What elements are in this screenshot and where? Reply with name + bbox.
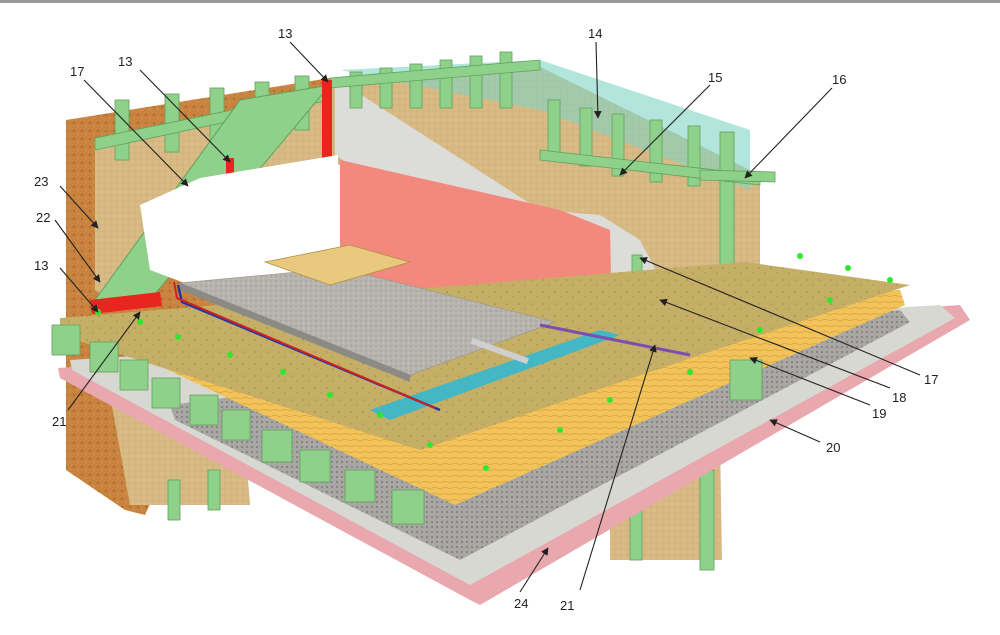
acoustic-strip bbox=[370, 330, 620, 420]
callout-21-bottom: 21 bbox=[560, 598, 574, 613]
callout-15: 15 bbox=[708, 70, 722, 85]
fixing-clips bbox=[95, 253, 893, 471]
edge-strip-purple bbox=[539, 323, 691, 357]
top-rule bbox=[0, 0, 1000, 3]
joist-ends bbox=[51, 324, 763, 525]
callout-17-right: 17 bbox=[924, 372, 938, 387]
callout-17-left: 17 bbox=[70, 64, 84, 79]
callout-labels: 13 13 13 14 15 16 17 17 18 19 20 21 21 2… bbox=[34, 26, 938, 613]
callout-13-upper-left: 13 bbox=[118, 54, 132, 69]
callout-22: 22 bbox=[36, 210, 50, 225]
leader-lines bbox=[54, 41, 921, 593]
floor-drain bbox=[470, 337, 529, 365]
window-opening bbox=[140, 155, 338, 290]
callout-24: 24 bbox=[514, 596, 528, 611]
callout-20: 20 bbox=[826, 440, 840, 455]
callout-18: 18 bbox=[892, 390, 906, 405]
heating-pipe-red bbox=[173, 281, 436, 409]
callout-21-left: 21 bbox=[52, 414, 66, 429]
callout-19: 19 bbox=[872, 406, 886, 421]
callout-13-top: 13 bbox=[278, 26, 292, 41]
screed-edge bbox=[180, 283, 410, 382]
callout-13-lower-left: 13 bbox=[34, 258, 48, 273]
callout-16: 16 bbox=[832, 72, 846, 87]
callout-23: 23 bbox=[34, 174, 48, 189]
wooden-sample-panel bbox=[263, 244, 412, 286]
callout-14: 14 bbox=[588, 26, 602, 41]
sealing-tapes bbox=[90, 80, 332, 314]
